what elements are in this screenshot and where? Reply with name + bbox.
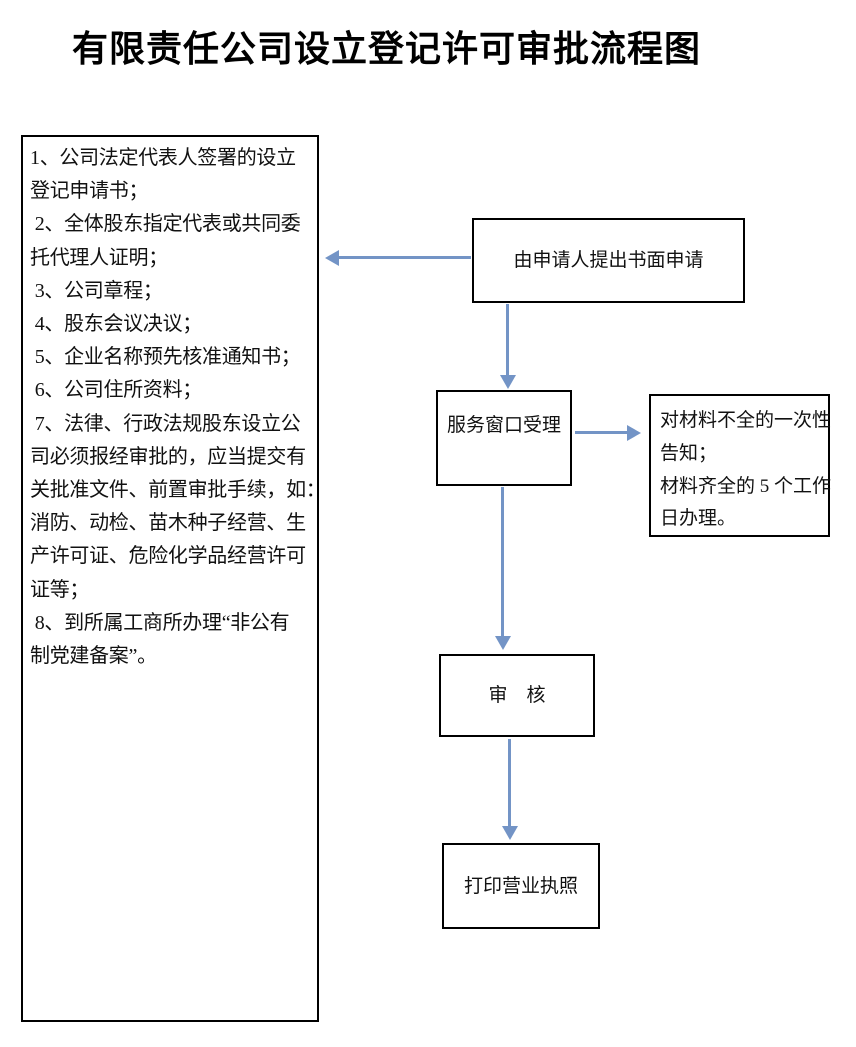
requirements-line: 证等； xyxy=(30,578,90,601)
requirements-line: 1、公司法定代表人签署的设立 xyxy=(30,147,296,169)
requirements-line: 4、股东会议决议； xyxy=(30,313,203,336)
note-line: 材料齐全的 5 个工作 xyxy=(660,475,832,497)
note-line: 日办理。 xyxy=(660,508,737,530)
note-line: 对材料不全的一次性 xyxy=(660,410,832,431)
requirements-panel: 1、公司法定代表人签署的设立 登记申请书； 2、全体股东指定代表或共同委 托代理… xyxy=(21,135,326,1022)
requirements-line: 7、法律、行政法规股东设立公 xyxy=(30,412,301,435)
step-window-label: 服务窗口受理 xyxy=(446,415,561,436)
requirements-line: 3、公司章程； xyxy=(30,279,163,302)
requirements-line: 消防、动检、苗木种子经营、生 xyxy=(30,512,306,535)
step-review-box: 审 核 xyxy=(439,654,595,737)
requirements-line: 5、企业名称预先核准通知书； xyxy=(30,346,301,369)
step-application-label: 由申请人提出书面申请 xyxy=(513,250,704,271)
page-title: 有限责任公司设立登记许可审批流程图 xyxy=(72,28,702,69)
note-box: 对材料不全的一次性 告知； 材料齐全的 5 个工作 日办理。 xyxy=(649,394,832,537)
requirements-line: 2、全体股东指定代表或共同委 xyxy=(30,213,301,236)
requirements-line: 托代理人证明； xyxy=(30,246,168,269)
requirements-line: 关批准文件、前置审批手续，如： xyxy=(30,479,326,502)
step-license-box: 打印营业执照 xyxy=(442,843,600,929)
note-line: 告知； xyxy=(660,442,718,464)
requirements-line: 制党建备案”。 xyxy=(30,645,157,668)
step-license-label: 打印营业执照 xyxy=(463,875,578,897)
step-application-box: 由申请人提出书面申请 xyxy=(472,218,745,303)
requirements-line: 产许可证、危险化学品经营许可 xyxy=(30,545,306,568)
step-window-box: 服务窗口受理 xyxy=(436,390,572,486)
requirements-line: 登记申请书； xyxy=(30,180,149,203)
requirements-line: 8、到所属工商所办理“非公有 xyxy=(30,611,290,634)
requirements-line: 司必须报经审批的，应当提交有 xyxy=(30,445,306,468)
step-review-label: 审 核 xyxy=(488,685,546,706)
requirements-line: 6、公司住所资料； xyxy=(30,379,203,402)
